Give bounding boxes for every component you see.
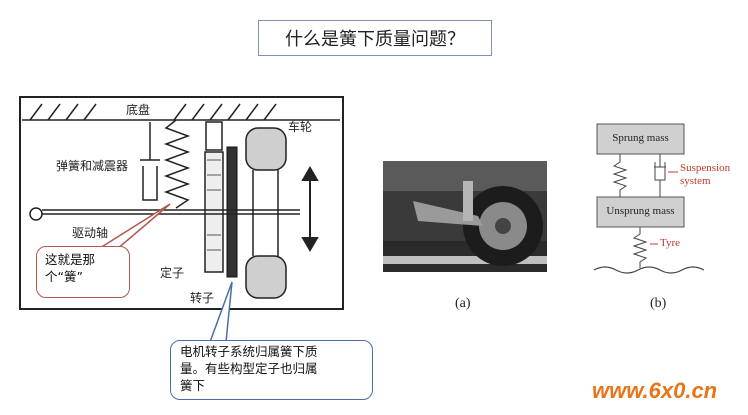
spring-coil xyxy=(163,119,191,209)
suspension-label-line2: system xyxy=(680,175,711,187)
rotor-label: 转子 xyxy=(190,291,215,305)
chassis-label: 底盘 xyxy=(126,103,151,117)
sprung-mass-label: Sprung mass xyxy=(612,132,669,144)
rotor-callout-line2: 量。有些构型定子也归属 xyxy=(180,361,318,376)
stator-label: 定子 xyxy=(160,266,185,280)
suspension-label-line1: Suspension xyxy=(680,162,731,174)
rotor-callout-line1: 电机转子系统归属簧下质 xyxy=(180,344,318,359)
rotor-block xyxy=(226,146,238,278)
tyre-spring xyxy=(632,227,648,268)
suspension-spring xyxy=(612,154,628,197)
spring-damper-label: 弹簧和减震器 xyxy=(56,159,129,173)
figure-a-caption: (a) xyxy=(455,296,471,311)
suspension-system-label: Suspension system xyxy=(680,162,730,188)
site-watermark: www.6x0.cn xyxy=(592,378,718,403)
unsprung-mass-box xyxy=(596,196,685,228)
wheel-tyre xyxy=(245,127,287,299)
suspension-photo xyxy=(383,161,547,272)
unsprung-mass-label: Unsprung mass xyxy=(606,205,675,217)
page-title: 什么是簧下质量问题？ xyxy=(258,20,492,56)
ground-wave xyxy=(593,266,705,274)
figure-b-caption: (b) xyxy=(650,296,667,311)
drive-shaft xyxy=(29,207,300,221)
damper xyxy=(140,122,160,201)
sprung-mass-box xyxy=(596,123,685,155)
chassis-hatch xyxy=(22,103,340,121)
tyre-label: Tyre xyxy=(660,237,680,249)
mass-spring-diagram xyxy=(593,123,705,274)
motion-arrow xyxy=(301,166,319,252)
drive-shaft-label: 驱动轴 xyxy=(72,226,109,240)
rotor-callout-line3: 簧下 xyxy=(180,378,206,393)
stator-block xyxy=(204,151,224,273)
callout-red-tail xyxy=(97,203,171,251)
wheel-label: 车轮 xyxy=(288,120,313,134)
rotor-callout: 电机转子系统归属簧下质 量。有些构型定子也归属 簧下 xyxy=(170,340,373,400)
spring-callout-line2: 个“簧” xyxy=(45,269,83,284)
spring-callout: 这就是那 个“簧” xyxy=(36,246,130,298)
hub-support xyxy=(205,121,223,151)
spring-callout-line1: 这就是那 xyxy=(45,252,96,267)
suspension-damper xyxy=(654,154,666,197)
